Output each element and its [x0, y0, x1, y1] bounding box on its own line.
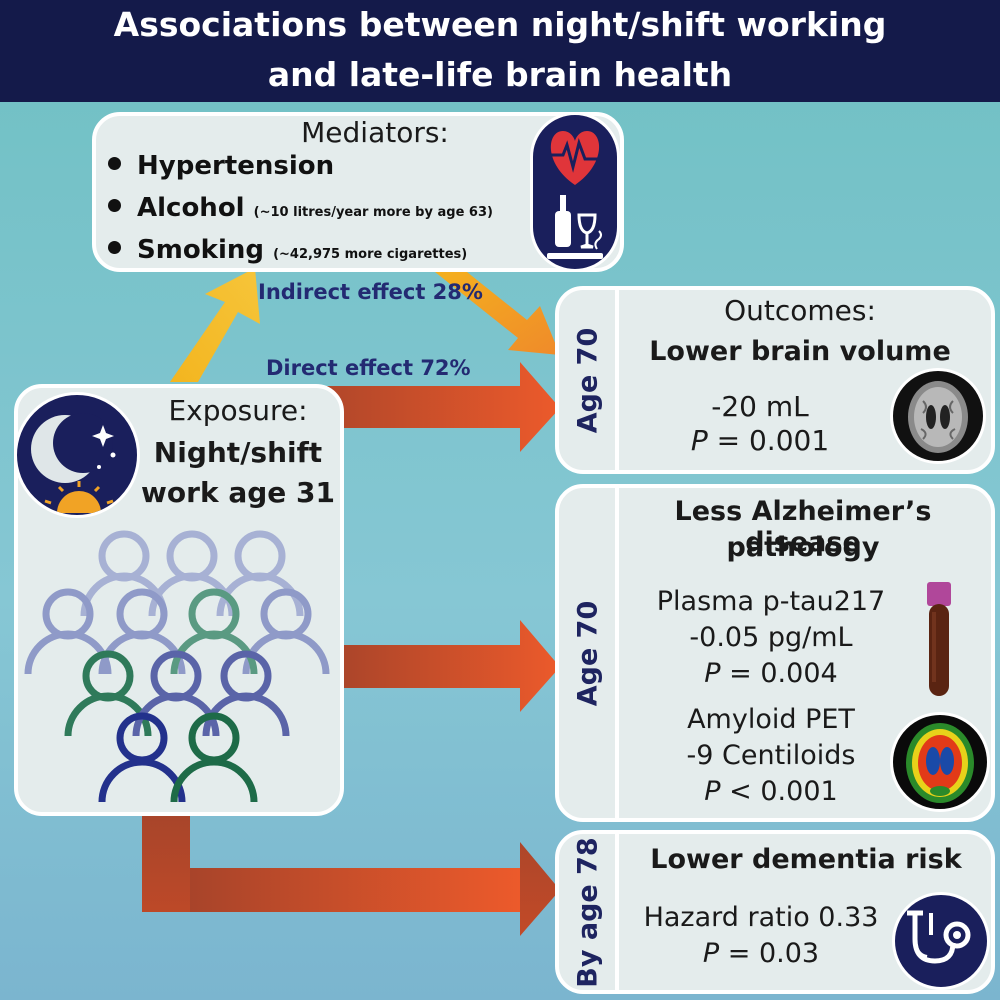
ad-heading-line-1: Less Alzheimer’s disease: [674, 496, 932, 558]
tau-value: -0.05 pg/mL: [689, 622, 853, 653]
bullet-icon: [108, 199, 121, 212]
cigarette-icon: [547, 253, 603, 259]
dementia-hr: Hazard ratio 0.33: [643, 902, 879, 933]
mediator-item: Hypertension: [108, 145, 493, 187]
dementia-heading: Lower dementia risk: [650, 844, 962, 875]
mediator-item: Smoking (~42,975 more cigarettes): [108, 229, 493, 271]
wine-glass-icon: [577, 213, 597, 249]
dementia-p: P = 0.03: [702, 938, 820, 969]
ad-heading-line-2: pathology: [726, 532, 880, 563]
indirect-effect-label: Indirect effect 28%: [258, 280, 483, 304]
brain-volume-value: -20 mL: [711, 390, 809, 423]
mediators-icon-badge: [530, 112, 620, 272]
mri-brain-icon: [890, 368, 986, 464]
exposure-line-1: Night/shift: [153, 436, 323, 469]
indirect-arrow-up: [170, 268, 260, 382]
indirect-arrow-down: [430, 268, 560, 355]
mediators-list: Hypertension Alcohol (~10 litres/year mo…: [108, 145, 493, 271]
amyloid-label: Amyloid PET: [687, 704, 855, 735]
direct-arrow: [290, 362, 560, 452]
title-line-1: Associations between night/shift working: [113, 5, 887, 44]
stars-icon: [92, 425, 116, 469]
amyloid-value: -9 Centiloids: [686, 740, 856, 771]
direct-effect-label: Direct effect 72%: [266, 356, 471, 380]
brain-volume-p: P = 0.001: [690, 424, 830, 457]
ad-arrow: [330, 620, 560, 712]
title-line-2: and late-life brain health: [267, 55, 733, 94]
sun-icon: [44, 481, 114, 513]
amyloid-p: P < 0.001: [704, 776, 838, 807]
tau-p: P = 0.004: [704, 658, 838, 689]
age-label-brain: Age 70: [572, 327, 604, 433]
exposure-icon-badge: [14, 392, 140, 518]
exposure-line-2: work age 31: [141, 476, 335, 509]
age-label-ad: Age 70: [572, 600, 604, 706]
tau-label: Plasma p-tau217: [656, 586, 886, 617]
exposure-title: Exposure:: [168, 394, 308, 427]
wine-bottle-icon: [555, 211, 571, 247]
people-icon: [24, 530, 330, 803]
pet-scan-icon: [890, 712, 990, 812]
title-banner: Associations between night/shift working…: [0, 0, 1000, 102]
bullet-icon: [108, 157, 121, 170]
age-label-dementia: By age 78: [572, 836, 604, 988]
stethoscope-icon: [892, 892, 990, 990]
bullet-icon: [108, 241, 121, 254]
mediators-title: Mediators:: [301, 116, 449, 149]
blood-tube-icon: [927, 582, 951, 696]
age-divider: [615, 488, 619, 818]
brain-volume-heading: Lower brain volume: [649, 336, 951, 367]
mediator-item: Alcohol (~10 litres/year more by age 63): [108, 187, 493, 229]
age-divider: [615, 834, 619, 990]
age-divider: [615, 290, 619, 470]
outcomes-title: Outcomes:: [724, 294, 876, 327]
